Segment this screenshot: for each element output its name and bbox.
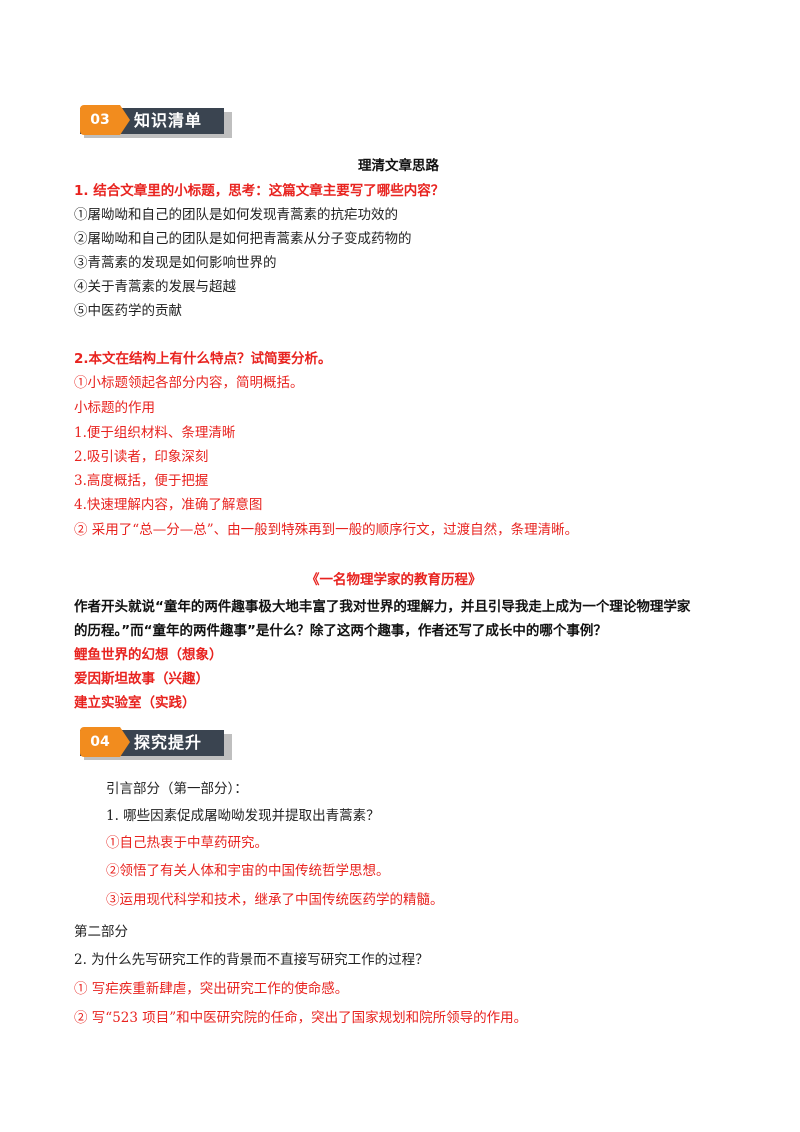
part-label: 第二部分: [74, 924, 128, 940]
badge-number: 03: [80, 105, 130, 135]
answer-line: ③青蒿素的发现是如何影响世界的: [74, 255, 277, 271]
answer-line: ① 写疟疾重新肆虐，突出研究工作的使命感。: [74, 981, 349, 997]
section-badge-03: 03 知识清单: [80, 105, 236, 140]
answer-line: ② 写“523 项目”和中医研究院的任命，突出了国家规划和院所领导的作用。: [74, 1010, 528, 1026]
answer-line: ①小标题领起各部分内容，简明概括。: [74, 375, 304, 391]
answer-line: ③运用现代科学和技术，继承了中国传统医药学的精髓。: [106, 892, 444, 908]
answer-line: 3.高度概括，便于把握: [74, 473, 209, 489]
article-answer: 爱因斯坦故事（兴趣）: [74, 671, 209, 687]
badge-label: 探究提升: [134, 733, 203, 752]
section-heading: 理清文章思路: [358, 158, 439, 174]
badge-label: 知识清单: [134, 111, 203, 130]
answer-line: ⑤中医药学的贡献: [74, 303, 182, 319]
answer-line: 4.快速理解内容，准确了解意图: [74, 497, 263, 513]
answer-line: ④关于青蒿素的发展与超越: [74, 279, 236, 295]
answer-line: 2.吸引读者，印象深刻: [74, 449, 209, 465]
intro-label: 引言部分（第一部分）：: [106, 781, 248, 797]
article-answer: 鲤鱼世界的幻想（想象）: [74, 647, 223, 663]
question-2: 2.本文在结构上有什么特点？试简要分析。: [74, 351, 332, 367]
answer-line: ②屠呦呦和自己的团队是如何把青蒿素从分子变成药物的: [74, 231, 412, 247]
answer-line: ①自己热衷于中草药研究。: [106, 835, 268, 851]
article-title: 《一名物理学家的教育历程》: [306, 572, 482, 588]
badge-number: 04: [80, 727, 130, 757]
answer-line: ①屠呦呦和自己的团队是如何发现青蒿素的抗疟功效的: [74, 207, 398, 223]
question-line: 2. 为什么先写研究工作的背景而不直接写研究工作的过程？: [74, 952, 429, 968]
answer-line: ② 采用了“总—分—总”、由一般到特殊再到一般的顺序行文，过渡自然，条理清晰。: [74, 522, 579, 538]
article-answer: 建立实验室（实践）: [74, 695, 196, 711]
answer-line: ②领悟了有关人体和宇宙的中国传统哲学思想。: [106, 863, 390, 879]
question-line: 1. 哪些因素促成屠呦呦发现并提取出青蒿素？: [106, 808, 380, 824]
answer-line: 小标题的作用: [74, 400, 155, 416]
article-question-line: 作者开头就说“童年的两件趣事极大地丰富了我对世界的理解力，并且引导我走上成为一个…: [74, 599, 691, 615]
question-1: 1. 结合文章里的小标题，思考：这篇文章主要写了哪些内容？: [74, 183, 445, 199]
article-question-line: 的历程。”而“童年的两件趣事”是什么？除了这两个趣事，作者还写了成长中的哪个事例…: [74, 623, 607, 639]
answer-line: 1.便于组织材料、条理清晰: [74, 425, 236, 441]
section-badge-04: 04 探究提升: [80, 727, 236, 762]
